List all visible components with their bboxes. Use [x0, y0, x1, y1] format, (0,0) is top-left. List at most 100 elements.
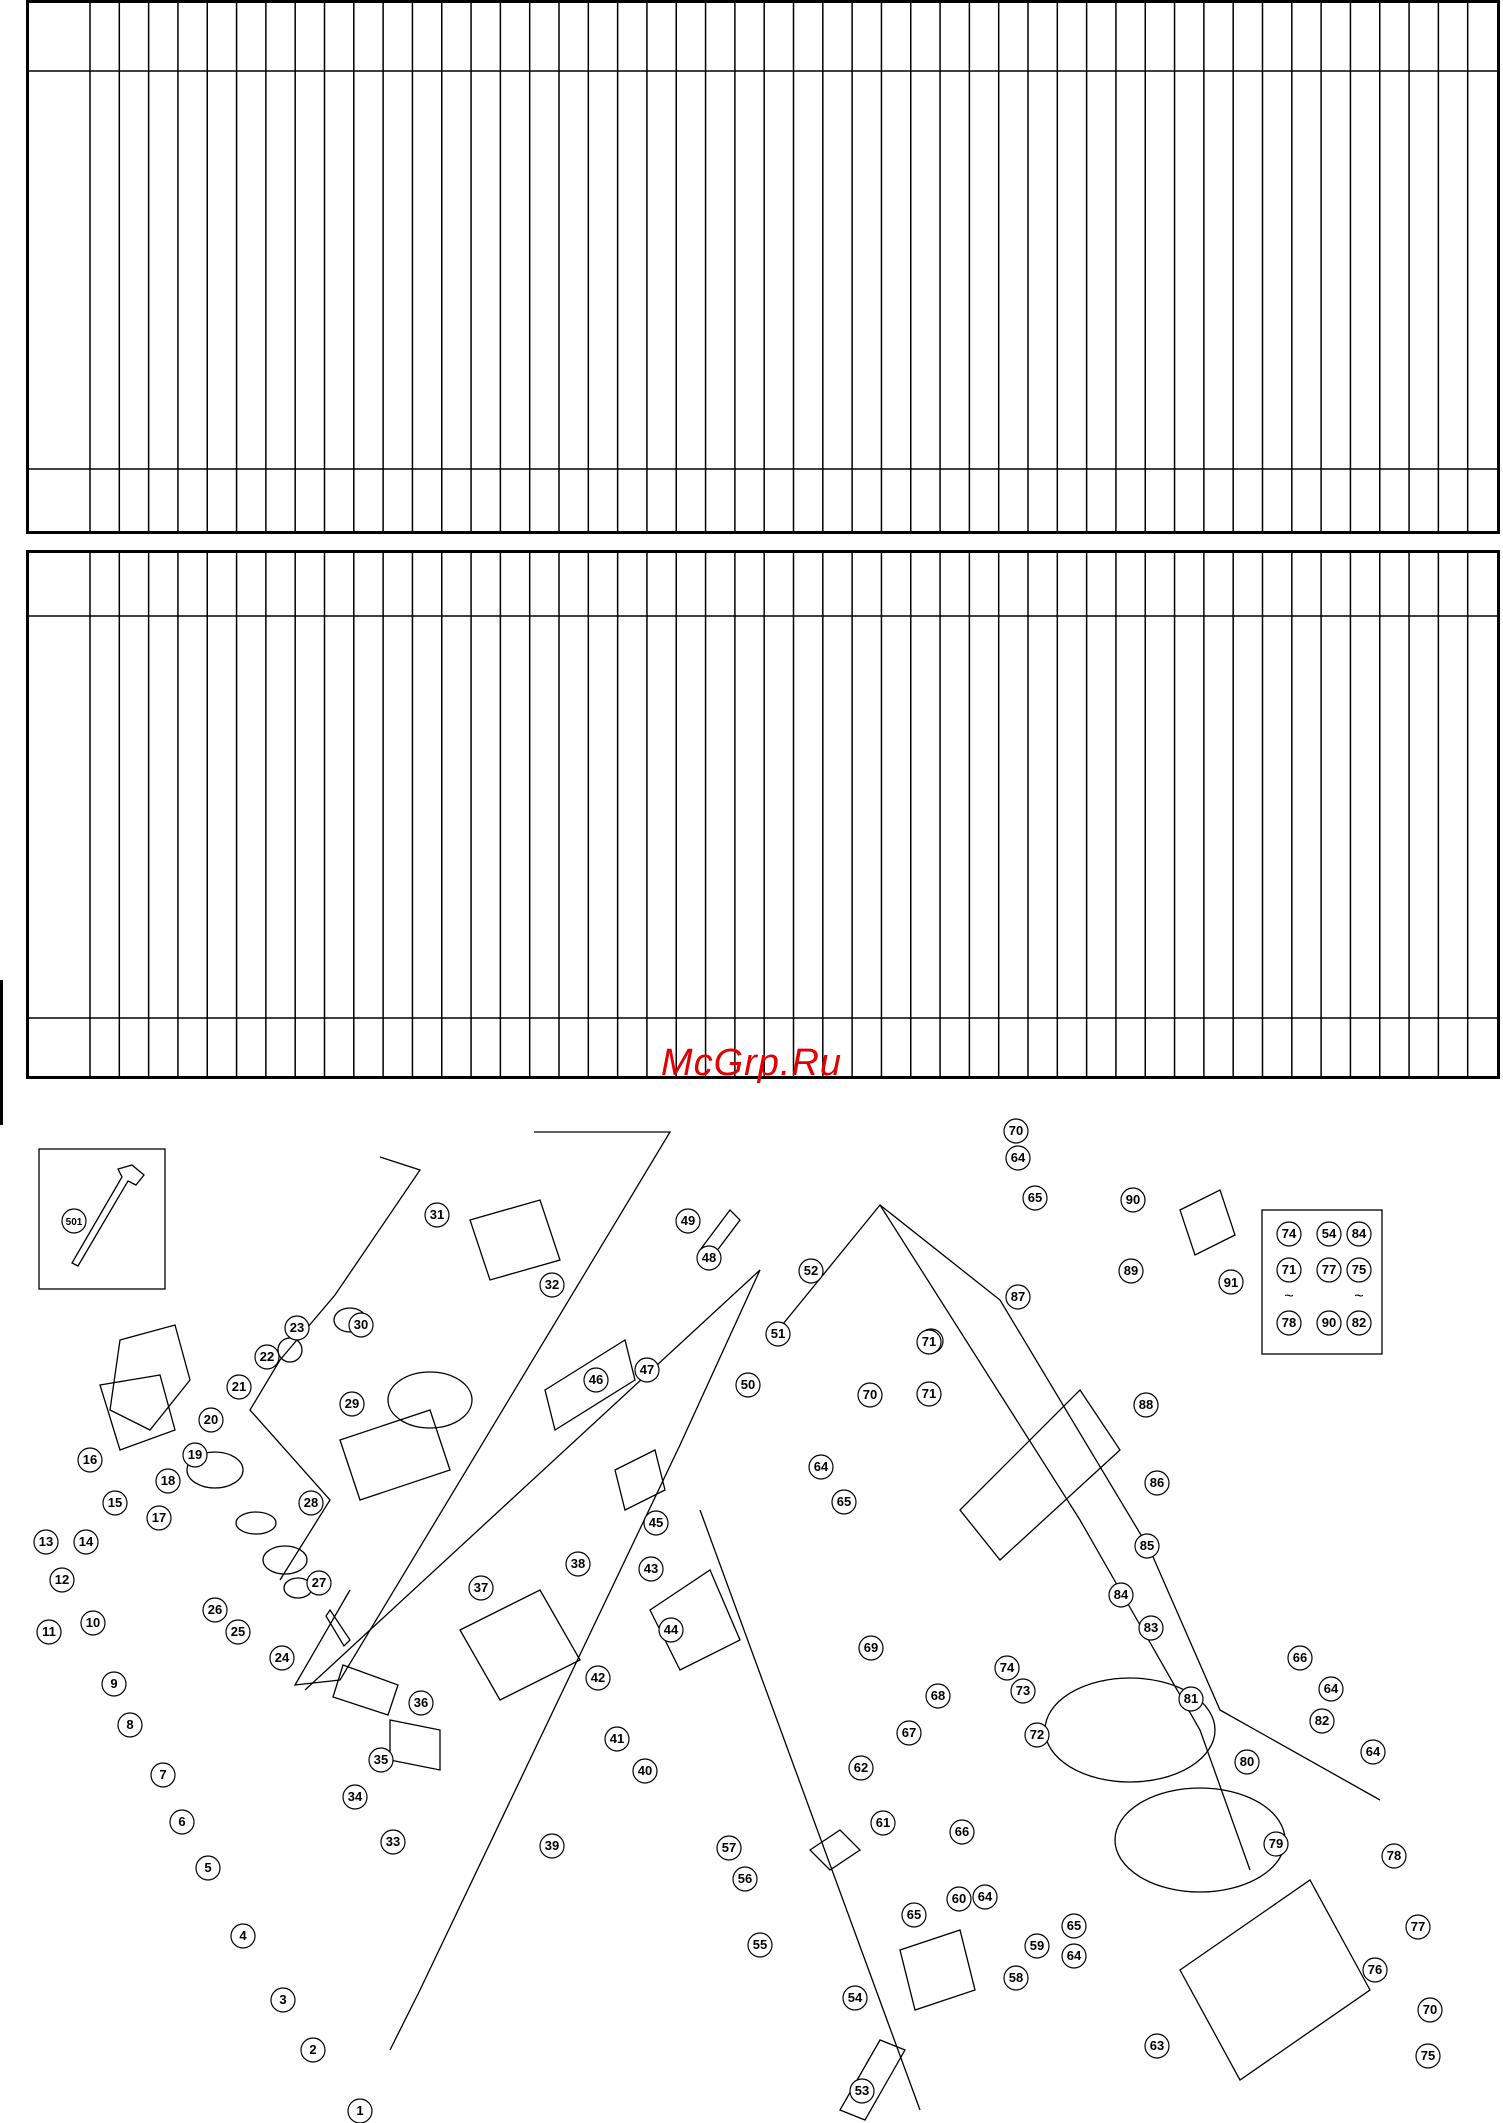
callout-20: 20 — [198, 1407, 224, 1433]
part-number: 20 — [204, 1412, 218, 1427]
spindle — [325, 1608, 351, 1648]
part-number: 19 — [188, 1447, 202, 1462]
part-number: 3 — [279, 1992, 286, 2007]
callout-88: 88 — [1133, 1392, 1159, 1418]
part-number: 34 — [348, 1789, 363, 1804]
part-number: 62 — [854, 1760, 868, 1775]
part-number: 67 — [902, 1725, 916, 1740]
part-number: 9 — [110, 1676, 117, 1691]
legend-cell-78: 78 — [1276, 1310, 1302, 1336]
callout-55: 55 — [747, 1932, 773, 1958]
table-rules — [29, 553, 1497, 1076]
legend-part-number: 78 — [1282, 1315, 1296, 1330]
part-number: 36 — [414, 1695, 428, 1710]
callout-64: 64 — [1005, 1145, 1031, 1171]
callout-64: 64 — [972, 1884, 998, 1910]
callout-40: 40 — [632, 1758, 658, 1784]
side-handle-53 — [839, 2039, 906, 2121]
table-rules — [29, 3, 1497, 531]
watermark: McGrp.Ru — [660, 1042, 843, 1084]
part-number: 42 — [591, 1670, 605, 1685]
callout-31: 31 — [424, 1202, 450, 1228]
part-number: 68 — [931, 1688, 945, 1703]
bevel-gear — [186, 1451, 244, 1489]
callout-69: 69 — [858, 1635, 884, 1661]
callout-24: 24 — [269, 1645, 295, 1671]
callout-27: 27 — [306, 1570, 332, 1596]
part-number: 64 — [1324, 1681, 1339, 1696]
ball-bearing-6 — [262, 1545, 308, 1575]
callout-13: 13 — [33, 1529, 59, 1555]
callout-67: 67 — [896, 1720, 922, 1746]
callout-66: 66 — [1287, 1645, 1313, 1671]
part-number: 56 — [738, 1871, 752, 1886]
part-number: 8 — [126, 1717, 133, 1732]
callout-8: 8 — [117, 1712, 143, 1738]
callout-77: 77 — [1405, 1914, 1431, 1940]
part-number: 7 — [159, 1767, 166, 1782]
legend-cell-75: 75 — [1346, 1257, 1372, 1283]
callout-76: 76 — [1362, 1957, 1388, 1983]
callout-50: 50 — [735, 1372, 761, 1398]
callout-34: 34 — [342, 1784, 368, 1810]
callout-41: 41 — [604, 1726, 630, 1752]
part-number: 73 — [1016, 1683, 1030, 1698]
part-number: 65 — [837, 1494, 851, 1509]
part-number: 75 — [1421, 2048, 1435, 2063]
callout-81: 81 — [1178, 1686, 1204, 1712]
stator — [469, 1199, 561, 1281]
part-number: 64 — [978, 1889, 993, 1904]
part-number: 87 — [1011, 1289, 1025, 1304]
part-number: 22 — [260, 1349, 274, 1364]
callout-89: 89 — [1118, 1258, 1144, 1284]
part-number: 80 — [1240, 1754, 1254, 1769]
part-number: 43 — [644, 1561, 658, 1576]
legend-part-number: 54 — [1322, 1226, 1337, 1241]
part-number: 59 — [1030, 1938, 1044, 1953]
callout-70: 70 — [1003, 1118, 1029, 1144]
callout-70: 70 — [857, 1382, 883, 1408]
callout-30: 30 — [348, 1312, 374, 1338]
callout-65: 65 — [901, 1902, 927, 1928]
switch-45 — [614, 1449, 666, 1511]
legend-part-number: 82 — [1352, 1315, 1366, 1330]
callout-68: 68 — [925, 1683, 951, 1709]
callout-56: 56 — [732, 1866, 758, 1892]
callout-90: 90 — [1120, 1187, 1146, 1213]
callout-48: 48 — [696, 1245, 722, 1271]
callout-19: 19 — [182, 1442, 208, 1468]
legend-range-tilde: ~ — [1354, 1288, 1363, 1305]
gear-housing — [99, 1374, 176, 1451]
part-number: 55 — [753, 1937, 767, 1952]
callout-17: 17 — [146, 1505, 172, 1531]
part-number: 39 — [545, 1838, 559, 1853]
part-number: 60 — [952, 1891, 966, 1906]
callout-78: 78 — [1381, 1843, 1407, 1869]
callout-35: 35 — [368, 1747, 394, 1773]
legend-title-callout: 91 — [1218, 1269, 1244, 1295]
legend-range-tilde: ~ — [1284, 1288, 1293, 1305]
part-number: 38 — [571, 1556, 585, 1571]
legend-cell-84: 84 — [1346, 1221, 1372, 1247]
callout-25: 25 — [225, 1619, 251, 1645]
part-number: 66 — [955, 1824, 969, 1839]
part-number: 23 — [290, 1320, 304, 1335]
part-number: 13 — [39, 1534, 53, 1549]
part-number: 27 — [312, 1575, 326, 1590]
callout-82: 82 — [1309, 1708, 1335, 1734]
part-number: 74 — [1000, 1660, 1015, 1675]
bearing-holder-29 — [387, 1371, 473, 1429]
part-number: 40 — [638, 1763, 652, 1778]
part-number: 2 — [309, 2042, 316, 2057]
tail-cover — [649, 1569, 741, 1671]
callout-80: 80 — [1234, 1749, 1260, 1775]
part-number: 12 — [55, 1572, 69, 1587]
part-number: 50 — [741, 1377, 755, 1392]
tool-box-frame — [38, 1148, 166, 1290]
callout-65: 65 — [1022, 1185, 1048, 1211]
part-number: 83 — [1144, 1620, 1158, 1635]
support-bracket-88 — [959, 1388, 1121, 1561]
guard-frame-line-2 — [879, 1204, 1251, 1871]
callout-59: 59 — [1024, 1933, 1050, 1959]
diamond-wheel-2 — [1114, 1787, 1286, 1893]
